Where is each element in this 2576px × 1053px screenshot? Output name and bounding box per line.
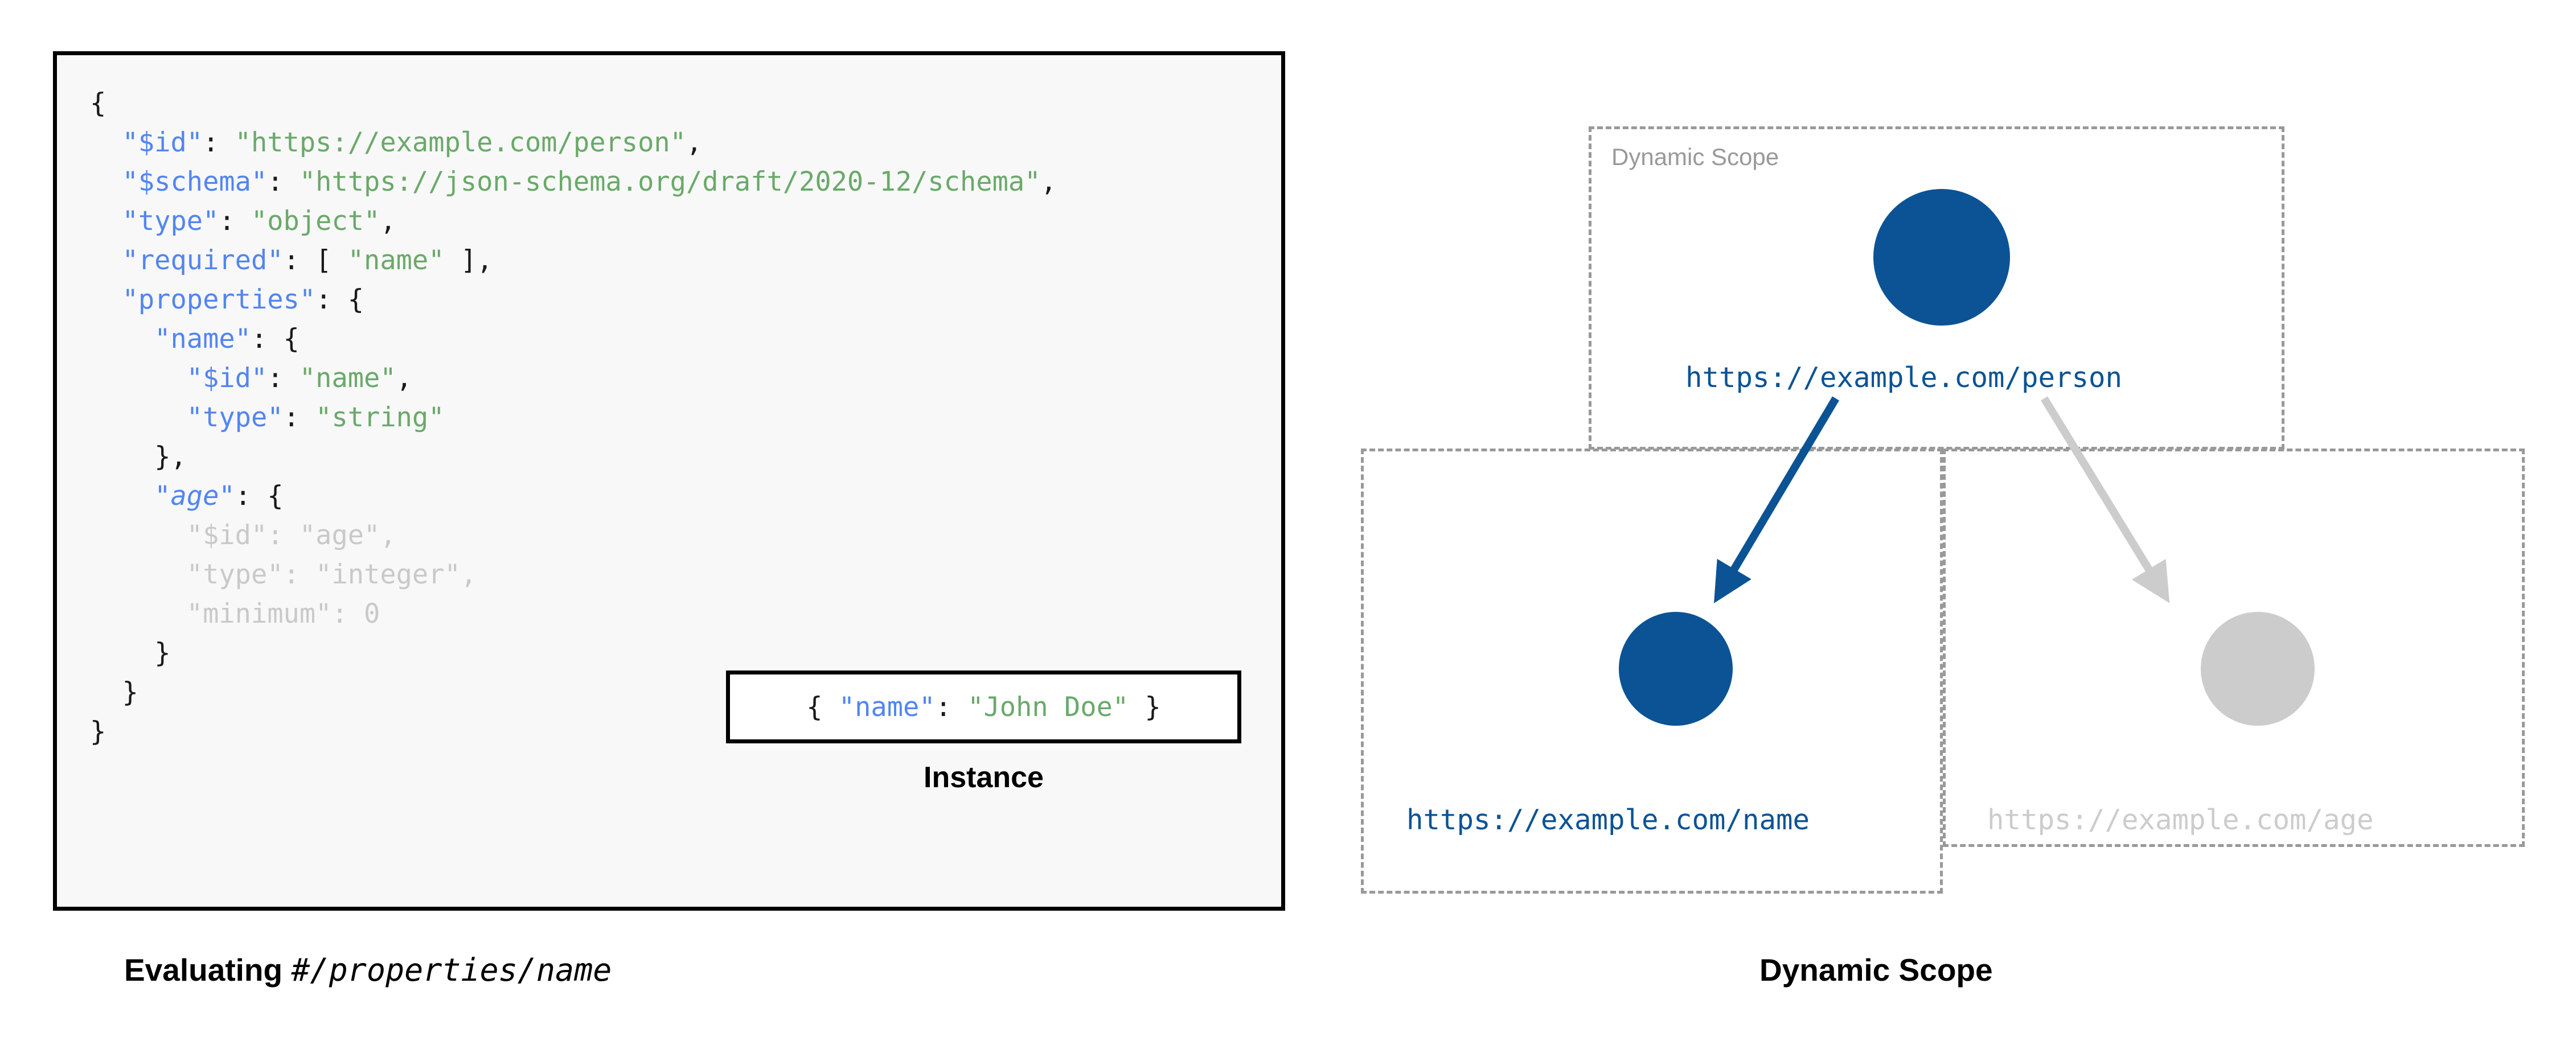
code-token-punct: : bbox=[283, 402, 316, 433]
code-token-key: "$id" bbox=[186, 520, 268, 551]
code-token-punct: } bbox=[90, 716, 106, 747]
code-line: }, bbox=[90, 441, 187, 472]
node-person-circle bbox=[1873, 189, 2010, 326]
code-token-key: "$id" bbox=[186, 363, 268, 394]
left-panel-caption: Evaluating #/properties/name bbox=[124, 952, 612, 988]
code-line: "$id": "https://example.com/person", bbox=[90, 127, 703, 158]
code-token-punct: : { bbox=[235, 480, 284, 512]
code-token-str: "integer" bbox=[315, 559, 461, 590]
code-token-punct: } bbox=[1129, 691, 1161, 723]
instance-code: { "name": "John Doe" } bbox=[806, 692, 1161, 723]
node-age-label: https://example.com/age bbox=[1987, 804, 2374, 836]
instance-caption: Instance bbox=[924, 761, 1044, 794]
code-token-punct: : bbox=[935, 691, 968, 723]
code-token-str: "name" bbox=[347, 245, 445, 276]
dynamic-scope-box-age bbox=[1943, 449, 2525, 847]
code-token-str: "https://json-schema.org/draft/2020-12/s… bbox=[299, 166, 1041, 198]
code-token-key: "name" bbox=[838, 691, 936, 723]
code-token-str: "John Doe" bbox=[967, 691, 1129, 723]
code-token-punct: : bbox=[283, 559, 316, 590]
code-token-key: "name" bbox=[154, 323, 251, 355]
code-line: } bbox=[90, 716, 106, 747]
code-line: "type": "string" bbox=[90, 402, 445, 433]
code-line: "$id": "age", bbox=[90, 520, 396, 551]
code-token-key: "$schema" bbox=[122, 166, 268, 198]
code-line: "required": [ "name" ], bbox=[90, 245, 493, 276]
code-line: "minimum": 0 bbox=[90, 598, 380, 630]
code-line: "$id": "name", bbox=[90, 363, 412, 394]
code-token-num: 0 bbox=[364, 598, 380, 630]
code-line: "age": { bbox=[90, 480, 284, 512]
left-caption-pointer: #/properties/name bbox=[291, 952, 612, 988]
code-line: { bbox=[90, 88, 106, 119]
right-panel-caption: Dynamic Scope bbox=[1759, 952, 1993, 988]
code-token-punct: , bbox=[1040, 166, 1057, 198]
code-token-key: "type" bbox=[122, 205, 219, 237]
code-token-punct: } bbox=[154, 637, 171, 669]
code-token-key: "type" bbox=[186, 559, 284, 590]
code-token-punct: : bbox=[267, 166, 300, 198]
code-token-key-em: "age" bbox=[154, 480, 235, 512]
code-token-punct: : bbox=[267, 363, 300, 394]
code-token-key: "$id" bbox=[122, 127, 203, 158]
code-token-punct: }, bbox=[154, 441, 187, 472]
dynamic-scope-box-name bbox=[1361, 449, 1943, 894]
code-token-punct: : bbox=[267, 520, 300, 551]
instance-box: { "name": "John Doe" } bbox=[726, 671, 1241, 743]
code-token-str: "age" bbox=[299, 520, 380, 551]
schema-code-box: { "$id": "https://example.com/person", "… bbox=[53, 51, 1285, 911]
dynamic-scope-label: Dynamic Scope bbox=[1611, 143, 1779, 170]
code-token-str: "https://example.com/person" bbox=[235, 127, 686, 158]
code-line: } bbox=[90, 637, 170, 669]
dynamic-scope-box-root bbox=[1589, 126, 2284, 450]
code-token-punct: : { bbox=[251, 323, 300, 355]
code-token-punct: : { bbox=[315, 284, 364, 315]
left-caption-bold: Evaluating bbox=[124, 952, 292, 988]
code-token-punct: { bbox=[90, 88, 106, 119]
code-line: "type": "object", bbox=[90, 205, 396, 237]
code-token-punct: , bbox=[460, 559, 477, 590]
code-token-punct: : bbox=[331, 598, 364, 630]
code-line: } bbox=[90, 677, 138, 708]
code-token-punct: , bbox=[380, 520, 396, 551]
code-line: "$schema": "https://json-schema.org/draf… bbox=[90, 166, 1057, 198]
node-name-label: https://example.com/name bbox=[1406, 804, 1810, 836]
code-token-str: "string" bbox=[315, 402, 445, 433]
code-token-punct: , bbox=[686, 127, 703, 158]
code-token-punct: , bbox=[380, 205, 396, 237]
code-token-punct: : bbox=[219, 205, 251, 237]
code-token-punct: , bbox=[396, 363, 412, 394]
node-name-circle bbox=[1619, 612, 1733, 726]
code-token-key: "minimum" bbox=[186, 598, 332, 630]
code-line: "name": { bbox=[90, 323, 300, 355]
code-line: "type": "integer", bbox=[90, 559, 477, 590]
code-token-punct: : [ bbox=[283, 245, 348, 276]
code-token-punct: { bbox=[806, 691, 839, 723]
code-token-key: "required" bbox=[122, 245, 284, 276]
code-token-key: "properties" bbox=[122, 284, 316, 315]
code-token-str: "name" bbox=[299, 363, 396, 394]
code-token-punct: } bbox=[122, 677, 138, 708]
code-line: "properties": { bbox=[90, 284, 364, 315]
node-age-circle bbox=[2201, 612, 2315, 726]
code-token-str: "object" bbox=[251, 205, 380, 237]
code-token-punct: ], bbox=[444, 245, 493, 276]
node-person-label: https://example.com/person bbox=[1685, 361, 2123, 394]
code-token-punct: : bbox=[203, 127, 235, 158]
code-token-key: "type" bbox=[186, 402, 284, 433]
schema-code-listing: { "$id": "https://example.com/person", "… bbox=[90, 84, 1057, 751]
